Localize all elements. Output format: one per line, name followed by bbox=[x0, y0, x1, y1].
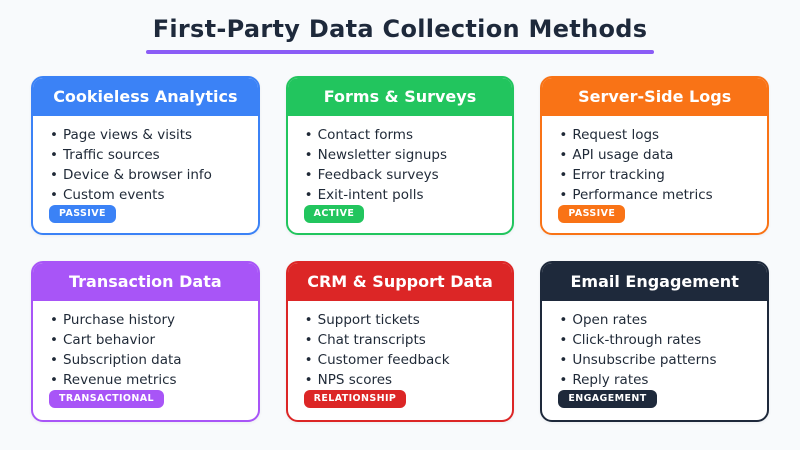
category-badge: ENGAGEMENT bbox=[558, 390, 657, 408]
card-list-item: Page views & visits bbox=[49, 125, 242, 145]
card-list-item: Traffic sources bbox=[49, 145, 242, 165]
card-list-item: Customer feedback bbox=[304, 350, 497, 370]
method-card: Cookieless Analytics Page views & visits… bbox=[31, 76, 260, 235]
card-list-item: Purchase history bbox=[49, 310, 242, 330]
card-list-item: Open rates bbox=[558, 310, 751, 330]
card-item-list: Page views & visitsTraffic sourcesDevice… bbox=[49, 125, 242, 205]
card-list-item: Unsubscribe patterns bbox=[558, 350, 751, 370]
card-title: Forms & Surveys bbox=[287, 78, 513, 116]
card-list-item: Click-through rates bbox=[558, 330, 751, 350]
card-body: Purchase historyCart behaviorSubscriptio… bbox=[33, 301, 258, 420]
page-header: First-Party Data Collection Methods bbox=[0, 0, 800, 54]
page-title: First-Party Data Collection Methods bbox=[152, 15, 648, 43]
card-title: Cookieless Analytics bbox=[33, 78, 258, 116]
method-card: CRM & Support Data Support ticketsChat t… bbox=[285, 261, 515, 422]
category-badge: ACTIVE bbox=[303, 205, 365, 223]
title-underline bbox=[146, 50, 654, 54]
category-badge: RELATIONSHIP bbox=[303, 390, 407, 408]
card-list-item: NPS scores bbox=[304, 370, 497, 390]
card-list-item: Request logs bbox=[558, 125, 751, 145]
method-card: Server-Side Logs Request logsAPI usage d… bbox=[540, 76, 769, 235]
category-badge: TRANSACTIONAL bbox=[49, 390, 164, 408]
category-badge: PASSIVE bbox=[49, 205, 116, 223]
card-list-item: Chat transcripts bbox=[304, 330, 497, 350]
card-title: Email Engagement bbox=[542, 263, 767, 301]
card-title: CRM & Support Data bbox=[287, 263, 513, 301]
card-list-item: Newsletter signups bbox=[304, 145, 497, 165]
card-list-item: Feedback surveys bbox=[304, 165, 497, 185]
card-item-list: Purchase historyCart behaviorSubscriptio… bbox=[49, 310, 242, 390]
card-item-list: Open ratesClick-through ratesUnsubscribe… bbox=[558, 310, 751, 390]
card-list-item: Performance metrics bbox=[558, 185, 751, 205]
card-body: Request logsAPI usage dataError tracking… bbox=[542, 116, 767, 233]
card-list-item: Subscription data bbox=[49, 350, 242, 370]
card-body: Contact formsNewsletter signupsFeedback … bbox=[288, 116, 513, 233]
card-item-list: Request logsAPI usage dataError tracking… bbox=[558, 125, 751, 205]
card-list-item: Contact forms bbox=[304, 125, 497, 145]
card-title: Server-Side Logs bbox=[542, 78, 767, 116]
card-body: Page views & visitsTraffic sourcesDevice… bbox=[33, 116, 258, 233]
card-list-item: Error tracking bbox=[558, 165, 751, 185]
card-title: Transaction Data bbox=[33, 263, 258, 301]
card-item-list: Contact formsNewsletter signupsFeedback … bbox=[304, 125, 497, 205]
card-list-item: Custom events bbox=[49, 185, 242, 205]
category-badge: PASSIVE bbox=[558, 205, 626, 223]
card-list-item: Cart behavior bbox=[49, 330, 242, 350]
method-card: Transaction Data Purchase historyCart be… bbox=[31, 261, 260, 422]
card-item-list: Support ticketsChat transcriptsCustomer … bbox=[304, 310, 497, 390]
card-list-item: API usage data bbox=[558, 145, 751, 165]
cards-grid: Cookieless Analytics Page views & visits… bbox=[31, 76, 769, 422]
method-card: Email Engagement Open ratesClick-through… bbox=[540, 261, 769, 422]
card-list-item: Support tickets bbox=[304, 310, 497, 330]
card-body: Support ticketsChat transcriptsCustomer … bbox=[288, 301, 513, 420]
card-body: Open ratesClick-through ratesUnsubscribe… bbox=[542, 301, 767, 420]
card-list-item: Reply rates bbox=[558, 370, 751, 390]
method-card: Forms & Surveys Contact formsNewsletter … bbox=[285, 76, 515, 235]
card-list-item: Device & browser info bbox=[49, 165, 242, 185]
card-list-item: Exit-intent polls bbox=[304, 185, 497, 205]
card-list-item: Revenue metrics bbox=[49, 370, 242, 390]
